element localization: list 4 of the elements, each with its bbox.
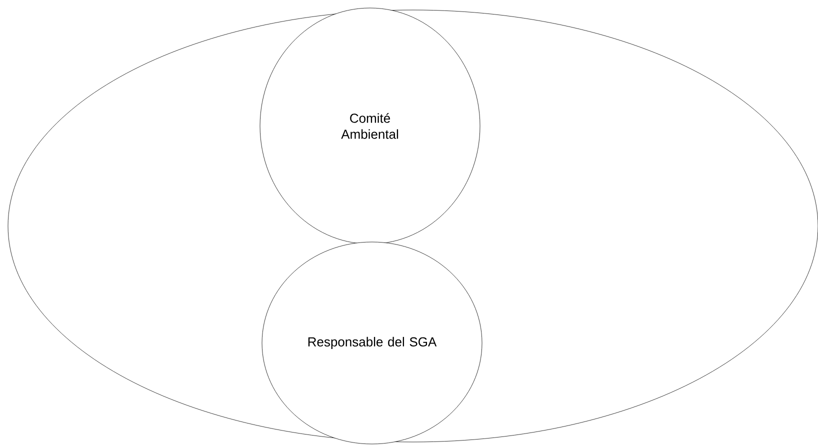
- ellipse-node: Comité Ambiental: [260, 8, 480, 244]
- ellipse-node: Responsable del SGA: [262, 242, 482, 444]
- node-label: Responsable del SGA: [308, 336, 437, 350]
- outer-ellipse: [8, 10, 818, 442]
